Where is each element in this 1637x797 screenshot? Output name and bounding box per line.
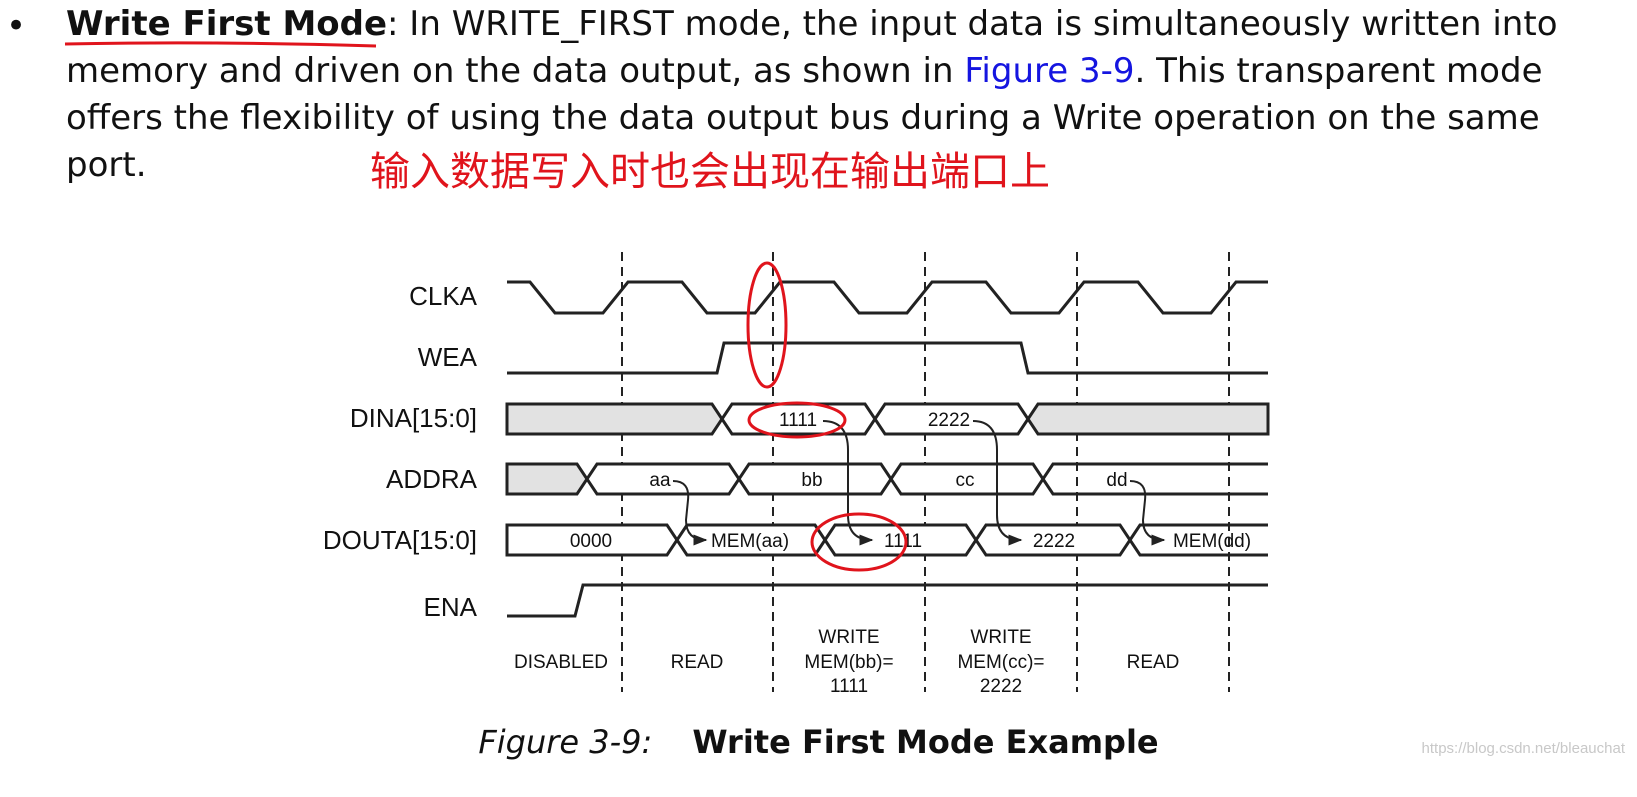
phase-label-write-2-line-3: 2222 — [980, 676, 1022, 697]
phase-label-read-1: READ — [671, 652, 724, 673]
signal-label-clka: CLKA — [409, 281, 478, 311]
ena-waveform — [507, 583, 1268, 618]
phase-label-write-1-line-2: MEM(bb)= — [804, 652, 893, 673]
signal-label-dina: DINA[15:0] — [350, 403, 477, 433]
douta-value-2: MEM(aa) — [711, 531, 789, 552]
phase-label-disabled: DISABLED — [514, 652, 608, 673]
highlight-marks — [746, 261, 908, 572]
dina-value-2: 2222 — [928, 410, 970, 431]
phase-label-write-1-line-1: WRITE — [818, 627, 879, 648]
paragraph-line-3: offers the flexibility of using the data… — [66, 98, 1540, 138]
douta-value-3: 1111 — [884, 531, 922, 552]
phase-label-write-1-line-3: 1111 — [830, 676, 868, 697]
addra-value-1: aa — [649, 470, 671, 491]
handwritten-underline — [64, 41, 377, 48]
clock-edge-markers — [621, 252, 1230, 692]
bullet-marker: • — [6, 6, 27, 46]
douta-bus — [505, 523, 1268, 557]
phase-label-write-2-line-2: MEM(cc)= — [957, 652, 1044, 673]
dina-bus — [505, 402, 1270, 436]
addra-value-4: dd — [1106, 470, 1127, 491]
signal-labels: CLKA WEA DINA[15:0] ADDRA DOUTA[15:0] EN… — [323, 281, 478, 622]
dependency-arrows — [672, 420, 1166, 546]
clka-waveform — [507, 280, 1268, 315]
paragraph-line-2: memory and driven on the data output, as… — [66, 47, 1542, 95]
paragraph-block: • Write First Mode: In WRITE_FIRST mode,… — [0, 0, 1637, 200]
phase-label-write-2-line-1: WRITE — [970, 627, 1031, 648]
highlight-clock-edge — [746, 261, 788, 389]
figure-caption: Figure 3-9: Write First Mode Example — [0, 720, 1637, 764]
paragraph-line-1-text: : In WRITE_FIRST mode, the input data is… — [387, 4, 1558, 44]
phase-label-read-2: READ — [1127, 652, 1180, 673]
paragraph-line-2-tail: . This transparent mode — [1134, 51, 1543, 91]
wea-waveform — [507, 341, 1268, 375]
phase-labels: DISABLED READ WRITE MEM(bb)= 1111 WRITE … — [514, 627, 1179, 697]
addra-value-3: cc — [956, 470, 975, 491]
douta-value-1: 0000 — [570, 531, 612, 552]
signal-label-douta: DOUTA[15:0] — [323, 525, 477, 555]
timing-diagram: CLKA WEA DINA[15:0] ADDRA DOUTA[15:0] EN… — [323, 252, 1270, 697]
signal-label-ena: ENA — [424, 592, 478, 622]
paragraph-line-2-text: memory and driven on the data output, as… — [66, 51, 965, 91]
highlight-douta-1111 — [810, 512, 908, 572]
addra-value-2: bb — [801, 470, 822, 491]
watermark: https://blog.csdn.net/bleauchat — [1421, 740, 1625, 757]
highlight-dina-1111 — [747, 401, 847, 439]
figure-number: Figure 3-9: — [478, 723, 653, 761]
figure-title: Write First Mode Example — [692, 723, 1159, 761]
addra-bus — [505, 462, 1268, 496]
paragraph-line-1: Write First Mode: In WRITE_FIRST mode, t… — [66, 0, 1558, 48]
handwritten-note: 输入数据写入时也会出现在输出端口上 — [370, 149, 1050, 195]
dina-value-1: 1111 — [779, 410, 817, 431]
figure-link[interactable]: Figure 3-9 — [964, 51, 1135, 91]
bus-values: 1111 2222 aa bb cc dd 0000 MEM(aa) 1111 … — [570, 410, 1251, 552]
douta-value-5: MEM(dd) — [1173, 531, 1251, 552]
douta-value-4: 2222 — [1033, 531, 1075, 552]
paragraph-line-4: port. — [66, 145, 147, 185]
mode-term: Write First Mode — [66, 4, 388, 44]
signal-label-wea: WEA — [418, 342, 478, 372]
signal-label-addra: ADDRA — [386, 464, 478, 494]
